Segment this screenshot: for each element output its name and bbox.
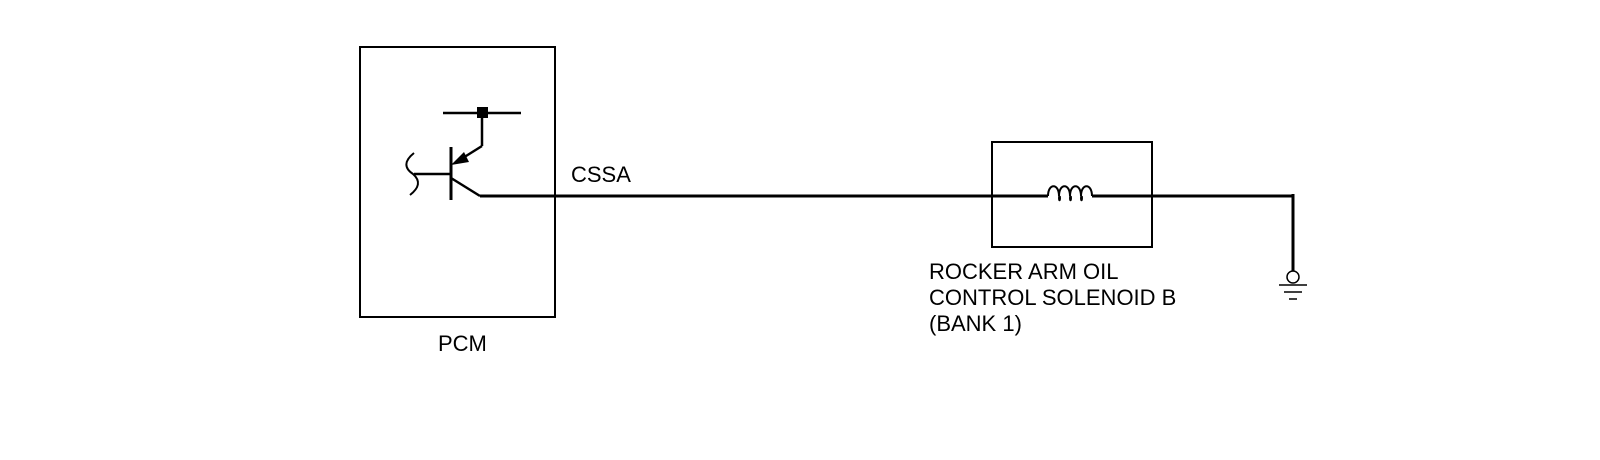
pcm-label: PCM	[438, 331, 487, 356]
cssa-wire-label: CSSA	[571, 162, 631, 187]
solenoid-label-line-2: CONTROL SOLENOID B	[929, 285, 1176, 310]
transistor-icon	[405, 107, 521, 200]
solenoid-component: ROCKER ARM OIL CONTROL SOLENOID B (BANK …	[929, 141, 1182, 336]
pcm-box	[359, 46, 556, 318]
coil-icon	[1047, 185, 1093, 197]
cssa-wire: CSSA	[480, 162, 1048, 198]
solenoid-label-line-1: ROCKER ARM OIL	[929, 259, 1118, 284]
ground-icon	[1279, 270, 1307, 300]
solenoid-label: ROCKER ARM OIL CONTROL SOLENOID B (BANK …	[929, 259, 1182, 336]
solenoid-label-line-3: (BANK 1)	[929, 311, 1022, 336]
pcm-module: PCM	[359, 46, 556, 356]
ground-wire	[1092, 194, 1295, 271]
